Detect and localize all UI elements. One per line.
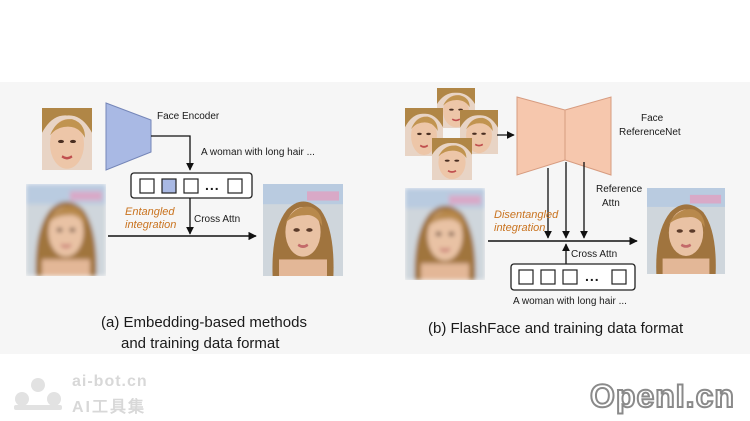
disentangled-label-line1: Disentangled — [494, 209, 559, 221]
watermark-logo-icon — [14, 378, 62, 410]
token-box — [227, 178, 243, 194]
referencenet-label-line1: Face — [641, 113, 664, 124]
text-prompt-left: A woman with long hair ... — [201, 147, 315, 158]
watermark-left-en: ai-bot.cn — [72, 373, 148, 390]
face-encoder-label: Face Encoder — [157, 111, 220, 122]
text-prompt-right: A woman with long hair ... — [513, 296, 627, 307]
token-box — [518, 269, 534, 285]
token-ellipsis-right: ... — [585, 268, 600, 284]
token-box — [540, 269, 556, 285]
disentangled-label-line2: integration — [494, 222, 546, 234]
referencenet-right-block — [564, 96, 612, 176]
caption-b: (b) FlashFace and training data format — [428, 320, 684, 337]
entangled-label: Entangled integration — [125, 206, 176, 232]
caption-a-line2: and training data format — [121, 335, 280, 352]
reference-attn-label-line1: Reference — [596, 184, 643, 195]
token-box-highlight — [161, 178, 177, 194]
token-box — [183, 178, 199, 194]
entangled-label-line1: Entangled — [125, 206, 175, 218]
cross-attn-label-left: Cross Attn — [194, 214, 241, 225]
cross-attn-label-right: Cross Attn — [571, 249, 618, 260]
referencenet-label: Face ReferenceNet — [619, 112, 681, 140]
face-encoder-block — [105, 102, 152, 171]
reference-attn-label-line2: Attn — [602, 198, 620, 209]
watermark-left-zh: AI工具集 — [72, 399, 147, 416]
caption-a-line1: (a) Embedding-based methods — [101, 314, 307, 331]
token-box — [139, 178, 155, 194]
referencenet-left-block — [516, 96, 566, 176]
token-ellipsis-left: ... — [205, 177, 220, 193]
token-box — [611, 269, 627, 285]
watermark-left: ai-bot.cn AI工具集 — [10, 373, 190, 417]
caption-a: (a) Embedding-based methods and training… — [101, 312, 307, 354]
disentangled-label: Disentangled integration — [494, 209, 558, 235]
token-box — [562, 269, 578, 285]
reference-attn-label: Reference Attn — [596, 183, 642, 211]
referencenet-label-line2: ReferenceNet — [619, 127, 681, 138]
entangled-label-line2: integration — [125, 219, 177, 231]
encoder-to-tokens-arrow — [151, 135, 194, 171]
watermark-right: OpenI.cn — [589, 377, 735, 415]
